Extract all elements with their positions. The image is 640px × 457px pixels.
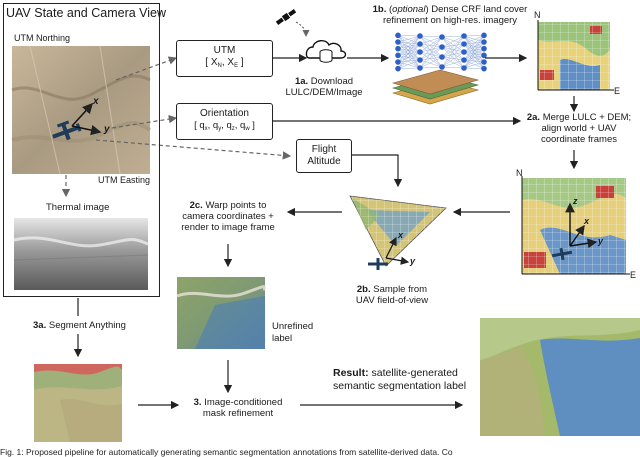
nn-node — [481, 59, 487, 65]
utm-coords: [ XN, XE ] — [205, 57, 244, 69]
result-label-image — [480, 318, 640, 436]
nn-node — [417, 33, 423, 39]
fov-y-label: y — [410, 256, 416, 266]
nn-node — [439, 34, 445, 40]
nn-node — [439, 64, 445, 70]
figure-caption: Fig. 1: Proposed pipeline for automatica… — [0, 447, 453, 457]
orientation-box: Orientation [ qx, qy, qz, qw ] — [176, 103, 273, 140]
fov-x-label: x — [398, 230, 404, 240]
nn-node — [395, 45, 401, 52]
flight-altitude-box: Flight Altitude — [296, 139, 352, 173]
arrow-altitude-to-fov — [352, 154, 403, 188]
axis-y-label: y — [104, 124, 110, 135]
map-top-n-label: N — [534, 10, 541, 20]
panel-title: UAV State and Camera View — [6, 6, 167, 20]
nn-node — [481, 32, 487, 39]
nn-node — [417, 57, 423, 63]
merged-y-axis — [569, 238, 598, 249]
neural-network-icon — [395, 32, 487, 72]
uav-state-panel — [3, 3, 160, 297]
uav-fov-triangle — [349, 195, 447, 267]
altitude-line2: Altitude — [307, 156, 341, 167]
nn-node — [417, 49, 423, 55]
step-3a-label: 3a. Segment Anything — [33, 320, 126, 331]
nn-node — [461, 41, 467, 47]
utm-box: UTM [ XN, XE ] — [176, 40, 273, 77]
satellite-icon — [275, 9, 297, 25]
fov-y-axis — [385, 256, 410, 265]
nn-node — [439, 44, 445, 50]
nn-node — [395, 39, 401, 45]
map-merged-n-label: N — [516, 168, 523, 178]
axis-x-label: x — [93, 96, 99, 107]
thermal-image — [13, 218, 149, 290]
map-merged-e-label: E — [630, 270, 637, 280]
nn-node — [461, 33, 467, 39]
merged-x-label: x — [584, 216, 590, 226]
orientation-quaternion: [ qx, qy, qz, qw ] — [194, 120, 255, 132]
orientation-title: Orientation — [200, 108, 249, 119]
dashed-arrow-utm — [115, 56, 178, 81]
nn-node — [395, 32, 401, 39]
nn-node — [481, 65, 487, 72]
nn-node — [481, 52, 487, 59]
nn-node — [481, 39, 487, 45]
nn-node — [481, 45, 487, 52]
altitude-line1: Flight — [311, 144, 337, 155]
merged-map — [522, 178, 626, 274]
utm-title: UTM — [213, 45, 236, 56]
sam-mask-image — [34, 364, 122, 442]
merged-z-label: z — [573, 196, 578, 206]
uav-icon — [52, 120, 82, 141]
nn-node — [417, 65, 423, 71]
nn-node — [395, 59, 401, 65]
lulc-map-top — [538, 22, 610, 90]
utm-easting-label: UTM Easting — [98, 175, 151, 185]
merged-y-label: y — [598, 236, 604, 246]
thermal-image-label: Thermal image — [46, 202, 110, 213]
cloud-database-icon — [305, 40, 347, 63]
x-axis-arrow — [71, 102, 94, 127]
utm-northing-label: UTM Northing — [14, 33, 71, 43]
nn-node — [439, 54, 445, 60]
uav-icon-merged — [551, 247, 573, 261]
lulc-layer-stack — [391, 69, 480, 105]
nn-node — [395, 65, 401, 72]
fov-x-axis — [385, 236, 397, 259]
nn-node — [461, 57, 467, 63]
nn-node — [395, 52, 401, 59]
nn-node — [417, 41, 423, 47]
aerial-terrain-image — [11, 45, 152, 175]
satellite-signal-arrow — [295, 21, 310, 37]
nn-node — [461, 49, 467, 55]
dashed-arrow-orientation — [111, 114, 178, 129]
unrefined-label-image — [176, 277, 267, 349]
merged-x-axis — [569, 224, 585, 247]
y-axis-arrow — [71, 124, 102, 136]
uav-icon-fov — [368, 258, 388, 270]
map-top-e-label: E — [614, 86, 621, 96]
dashed-arrow-altitude — [95, 139, 292, 160]
nn-node — [461, 65, 467, 71]
